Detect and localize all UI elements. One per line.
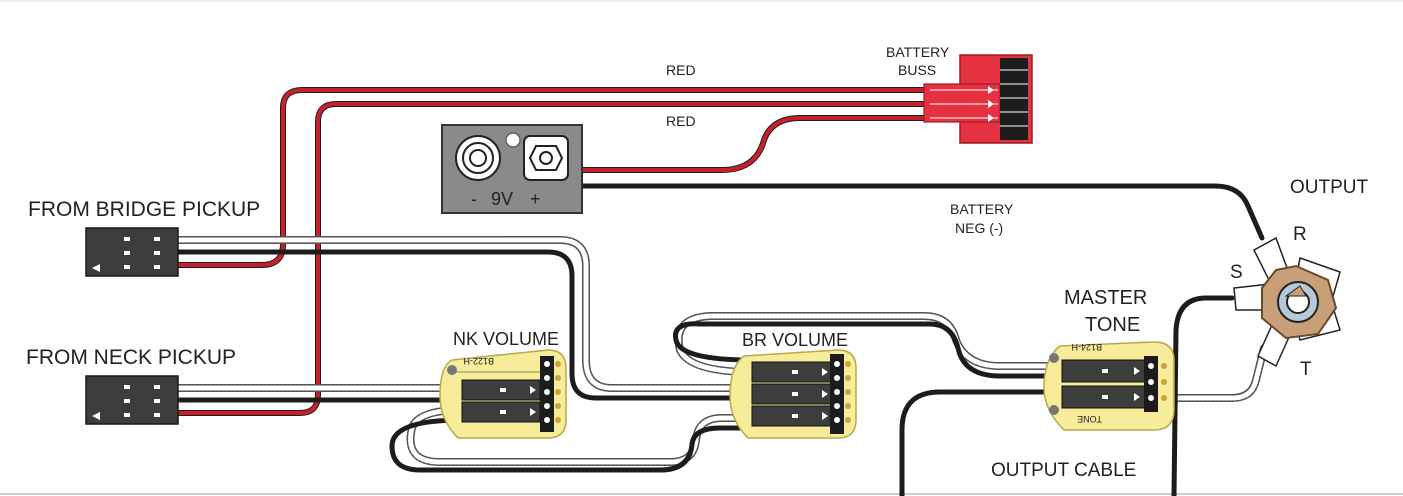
battery-plus-label: + (530, 189, 541, 209)
bridge-pickup-connector (85, 227, 179, 277)
battery-buss-label-line1: BATTERY (886, 44, 950, 60)
battery-buss (923, 54, 1033, 144)
black-wires (175, 183, 1265, 496)
nk-volume-board: B122-H (439, 349, 567, 439)
master-tone-label-line2: TONE (1085, 314, 1140, 336)
battery-neg-label-line1: BATTERY (950, 201, 1014, 217)
battery-neg-label-line2: NEG (-) (955, 220, 1003, 236)
jack-s-label: S (1230, 262, 1243, 283)
from-bridge-pickup-label: FROM BRIDGE PICKUP (28, 198, 260, 221)
from-neck-pickup-label: FROM NECK PICKUP (26, 346, 236, 369)
nk-board-code: B122-H (463, 356, 494, 366)
output-label: OUTPUT (1290, 177, 1369, 198)
braided-wires (174, 236, 1268, 466)
neck-pickup-connector (85, 375, 179, 425)
battery-minus-label: - (471, 189, 477, 209)
red-wire-neck (176, 102, 932, 415)
output-jack (1233, 236, 1341, 368)
tone-board-name: TONE (1077, 414, 1102, 424)
battery-buss-label-line2: BUSS (898, 62, 936, 78)
br-volume-label: BR VOLUME (742, 330, 848, 350)
red-wires (175, 87, 933, 416)
nk-volume-label: NK VOLUME (453, 329, 559, 349)
jack-t-label: T (1300, 359, 1312, 380)
jack-r-label: R (1293, 224, 1307, 245)
battery-voltage-label: 9V (491, 189, 513, 209)
master-tone-label-line1: MASTER (1064, 287, 1147, 309)
red-wire-label-mid: RED (666, 113, 696, 129)
battery-clip: - 9V + (441, 124, 583, 214)
output-cable-label: OUTPUT CABLE (991, 460, 1136, 481)
master-tone-board: B124-H TONE (1043, 341, 1175, 431)
red-wire-battery (580, 116, 932, 172)
red-wire-battery-outline (579, 115, 933, 173)
red-wire-bridge (176, 88, 932, 267)
br-volume-board (729, 349, 857, 439)
red-wire-label-top: RED (666, 62, 696, 78)
tone-board-code: B124-H (1071, 342, 1102, 352)
